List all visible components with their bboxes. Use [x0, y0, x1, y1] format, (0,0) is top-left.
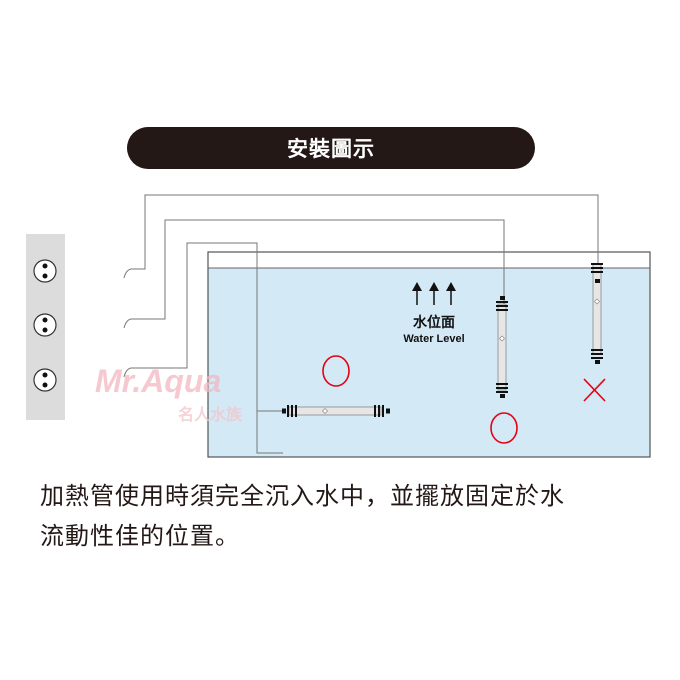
instruction-caption: 加熱管使用時須完全沉入水中，並擺放固定於水 流動性佳的位置。 — [40, 476, 660, 556]
power-cords — [123, 194, 599, 454]
wrong-cross-icon — [583, 378, 606, 402]
heater-horizontal — [282, 405, 390, 417]
heater-vertical-submerged — [496, 296, 508, 398]
outlet-socket — [33, 313, 57, 337]
water-level-label-zh: 水位面 — [413, 314, 455, 331]
water-level-arrows — [412, 282, 456, 305]
correct-circle-icon — [490, 412, 518, 444]
title-banner: 安裝圖示 — [127, 127, 535, 169]
water-level-label-en: Water Level — [403, 333, 464, 345]
arrow-up-icon — [446, 282, 456, 305]
arrow-up-icon — [412, 282, 422, 305]
caption-line-2: 流動性佳的位置。 — [40, 522, 240, 550]
cord-2 — [123, 219, 505, 329]
caption-line-1: 加熱管使用時須完全沉入水中，並擺放固定於水 — [40, 482, 565, 510]
outlet-socket — [33, 368, 57, 392]
heater-vertical-partially-submerged — [591, 263, 603, 364]
svg-text:Mr.Aqua: Mr.Aqua — [95, 363, 221, 399]
arrow-up-icon — [429, 282, 439, 305]
outlet-socket — [33, 259, 57, 283]
cord-3 — [123, 242, 283, 454]
power-strip — [26, 234, 65, 420]
correct-circle-icon — [322, 355, 350, 387]
title-text: 安裝圖示 — [287, 137, 375, 161]
watermark-logo: Mr.Aqua 名人水族 — [95, 363, 243, 424]
svg-text:名人水族: 名人水族 — [178, 405, 243, 424]
cord-1 — [123, 194, 599, 282]
aquarium-tank — [207, 251, 651, 458]
